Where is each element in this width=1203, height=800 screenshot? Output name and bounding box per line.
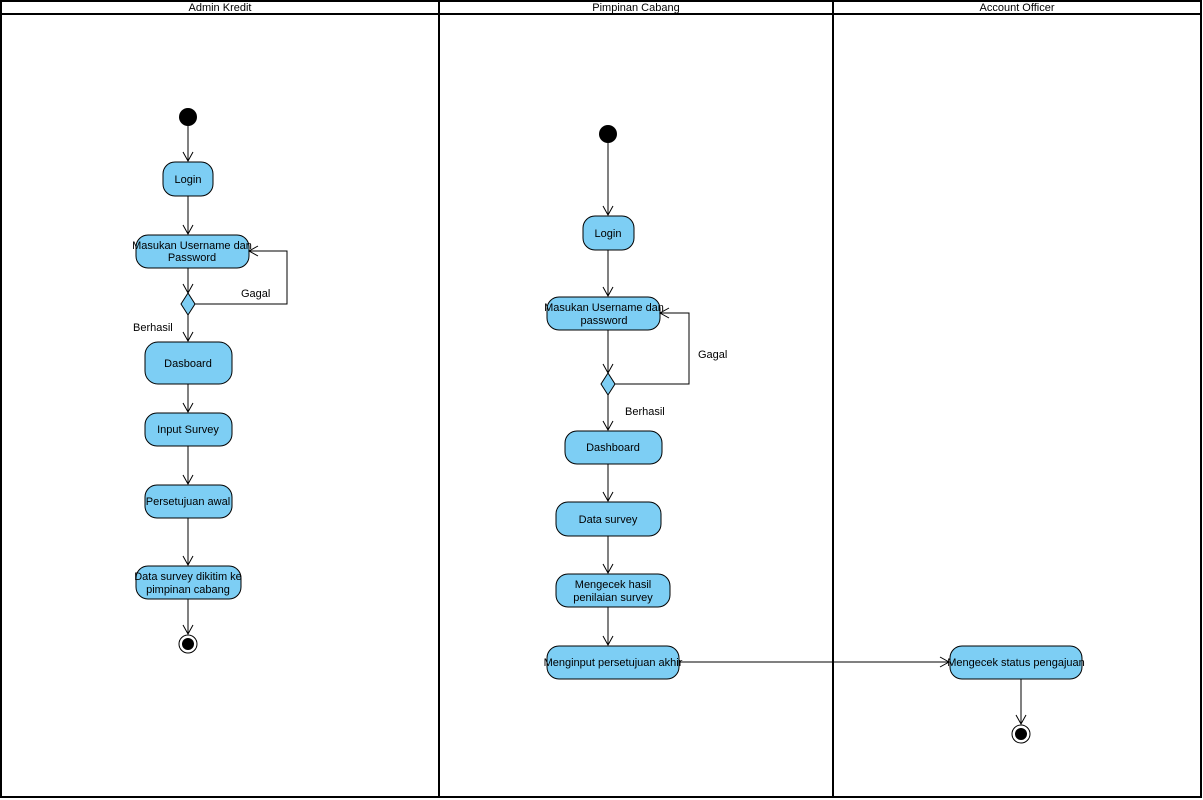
ao-lane-flow: Mengecek status pengajuan — [947, 645, 1085, 744]
action-masukan-label-2: Password — [168, 252, 216, 264]
initial-node — [599, 125, 617, 143]
action-mengecek-hasil — [555, 573, 671, 608]
lane-title-admin-kredit: Admin Kredit — [189, 2, 252, 14]
pimpinan-lane-flow: Login Masukan Username dan password Gaga… — [544, 125, 951, 680]
action-persetujuan-awal-label: Persetujuan awal — [146, 496, 230, 508]
action-input-survey-label: Input Survey — [157, 424, 219, 436]
action-cek-label-2: penilaian survey — [573, 592, 653, 604]
action-input-akhir-label: Menginput persetujuan akhir — [544, 657, 683, 669]
action-data-survey-label: Data survey — [579, 514, 638, 526]
guard-berhasil: Berhasil — [133, 322, 173, 334]
action-login-label: Login — [175, 174, 202, 186]
action-masukan-label-1: Masukan Username dan — [544, 302, 664, 314]
action-login-label: Login — [595, 228, 622, 240]
action-dashboard — [564, 430, 663, 465]
lane-title-pimpinan-cabang: Pimpinan Cabang — [592, 2, 679, 14]
final-node-inner — [1015, 728, 1027, 740]
action-kirim-label-2: pimpinan cabang — [146, 584, 230, 596]
lane-title-account-officer: Account Officer — [980, 2, 1055, 14]
action-masukan-label-1: Masukan Username dan — [132, 240, 252, 252]
action-cek-status-label: Mengecek status pengajuan — [947, 657, 1085, 669]
guard-gagal: Gagal — [241, 288, 270, 300]
initial-node — [179, 108, 197, 126]
decision-node — [180, 292, 196, 316]
guard-berhasil: Berhasil — [625, 406, 665, 418]
action-mengecek-status-pengajuan — [949, 645, 1083, 680]
action-cek-label-1: Mengecek hasil — [575, 579, 651, 591]
action-kirim-label-1: Data survey dikitim ke — [134, 571, 242, 583]
action-masukan-label-2: password — [580, 315, 627, 327]
action-dasboard-label: Dasboard — [164, 358, 212, 370]
decision-node — [600, 372, 616, 396]
guard-gagal: Gagal — [698, 349, 727, 361]
final-node-inner — [182, 638, 194, 650]
action-dashboard-label: Dashboard — [586, 442, 640, 454]
admin-lane-flow: Login Masukan Username dan Password Gaga… — [132, 108, 288, 654]
